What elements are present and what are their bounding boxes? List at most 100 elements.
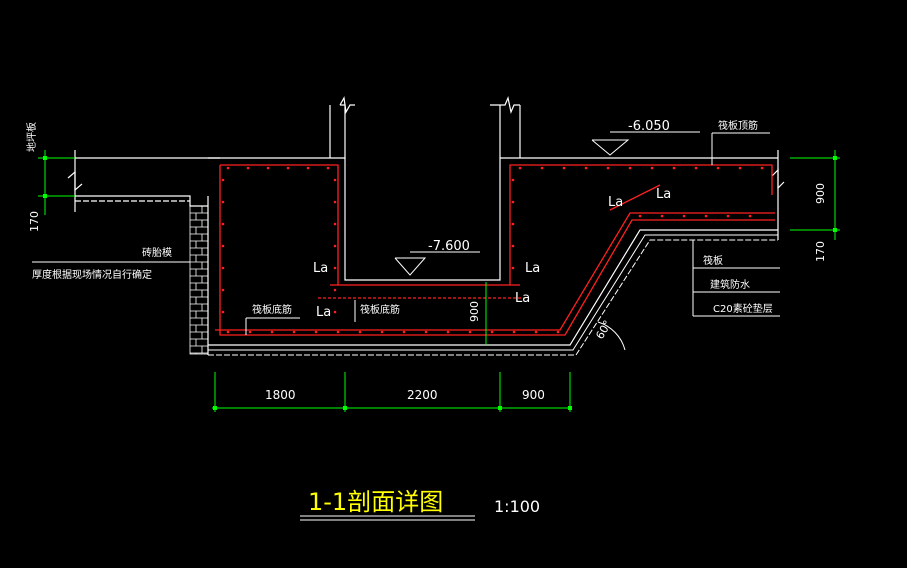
- thickness-note: 厚度根据现场情况自行确定: [32, 268, 152, 281]
- elevation-top: -6.050: [628, 119, 670, 134]
- la-label-3: La: [525, 261, 540, 276]
- rebar-dot: [511, 178, 515, 182]
- layer-waterproof: 建筑防水: [710, 278, 750, 291]
- rebar-dot: [221, 222, 225, 226]
- structure-lines: [67, 96, 785, 356]
- brick-mold: [189, 205, 209, 355]
- rebar-dot: [246, 166, 250, 170]
- break-mark-right: [771, 168, 785, 190]
- rebar-dot: [511, 200, 515, 204]
- rebar-dot: [333, 178, 337, 182]
- rebar-dot: [270, 330, 274, 334]
- dim-2200: 2200: [407, 388, 438, 402]
- rebar-dot: [333, 288, 337, 292]
- waterproof-2: [208, 239, 778, 356]
- rebar-dot: [333, 244, 337, 248]
- rebar-dot: [333, 222, 337, 226]
- rebar-dot: [221, 266, 225, 270]
- rebar-dot: [660, 214, 664, 218]
- rebar-dot: [336, 330, 340, 334]
- rebar-dot: [221, 288, 225, 292]
- rebar-dot: [672, 166, 676, 170]
- rebar-dot: [511, 266, 515, 270]
- break-mark-left: [67, 170, 83, 192]
- raft-bottom: [208, 229, 778, 346]
- rebar-inner: [215, 212, 775, 331]
- rebar-dot: [248, 330, 252, 334]
- drawing-title: 1-1剖面详图: [308, 488, 443, 516]
- rebar: [215, 164, 775, 336]
- raft-bottom-bar-left-label: 筏板底筋: [252, 303, 292, 316]
- rebar-dot: [221, 244, 225, 248]
- dimension-lines: [38, 150, 840, 412]
- rebar-dot: [446, 330, 450, 334]
- rebar-dot: [650, 166, 654, 170]
- dim-right-900: 900: [814, 183, 827, 204]
- rebar-dot: [748, 214, 752, 218]
- la-label-6: La: [656, 187, 671, 202]
- dim-right-170: 170: [814, 241, 827, 262]
- rebar-dot: [221, 178, 225, 182]
- rebar-dot: [326, 166, 330, 170]
- rebar-dot: [738, 166, 742, 170]
- rebar-dot: [584, 166, 588, 170]
- raft-outline: [208, 104, 346, 159]
- rebar-dot: [726, 214, 730, 218]
- rebar-dot: [704, 214, 708, 218]
- rebar-dot: [266, 166, 270, 170]
- rebar-dot: [221, 200, 225, 204]
- rebar-dot: [358, 330, 362, 334]
- rebar-dot: [490, 330, 494, 334]
- rebar-dot: [333, 200, 337, 204]
- rebar-dot: [716, 166, 720, 170]
- rebar-dot: [221, 310, 225, 314]
- rebar-dot: [606, 166, 610, 170]
- rebar-dot: [760, 166, 764, 170]
- rebar-dot: [333, 266, 337, 270]
- rebar-dot: [518, 166, 522, 170]
- rebar-top-left: [220, 164, 339, 285]
- rebar-dot: [628, 166, 632, 170]
- la-label-4: La: [515, 291, 530, 306]
- dim-left-170: 170: [28, 211, 41, 232]
- elev-marker-top: [591, 131, 700, 156]
- side-top-label: 地坪板: [25, 122, 38, 152]
- rebar-dot: [380, 330, 384, 334]
- angle-label: 60°: [593, 318, 614, 341]
- rebar-dot: [556, 330, 560, 334]
- rebar-dot: [468, 330, 472, 334]
- rebar-dot: [306, 166, 310, 170]
- la-label-1: La: [313, 261, 328, 276]
- rebar-dot: [314, 330, 318, 334]
- rebar-dot: [534, 330, 538, 334]
- rebar-dot: [540, 166, 544, 170]
- rebar-outer: [219, 165, 775, 336]
- la-label-5: La: [608, 195, 623, 210]
- elevation-pit: -7.600: [428, 239, 470, 254]
- rebar-dot: [682, 214, 686, 218]
- elev-marker-pit: [394, 251, 480, 276]
- rebar-dot: [562, 166, 566, 170]
- rebar-dot: [292, 330, 296, 334]
- raft-bottom-bar-mid-label: 筏板底筋: [360, 303, 400, 316]
- la-label-2: La: [316, 305, 331, 320]
- rebar-dot: [424, 330, 428, 334]
- dim-pit-900: 900: [468, 301, 481, 322]
- rebar-dot: [694, 166, 698, 170]
- rebar-dot: [511, 244, 515, 248]
- rebar-dot: [402, 330, 406, 334]
- rebar-dot: [638, 214, 642, 218]
- rebar-dot: [226, 166, 230, 170]
- dim-900: 900: [522, 388, 545, 402]
- brick-mold-label: 砖胎模: [142, 246, 172, 259]
- rebar-dot: [226, 330, 230, 334]
- rebar-dot: [333, 310, 337, 314]
- dim-1800: 1800: [265, 388, 296, 402]
- layer-cushion: C20素砼垫层: [713, 302, 773, 315]
- waterproof-1: [208, 234, 778, 351]
- layer-raft: 筏板: [703, 254, 723, 267]
- rebar-top-right: [509, 164, 773, 285]
- rebar-dot: [511, 222, 515, 226]
- rebar-dot: [512, 330, 516, 334]
